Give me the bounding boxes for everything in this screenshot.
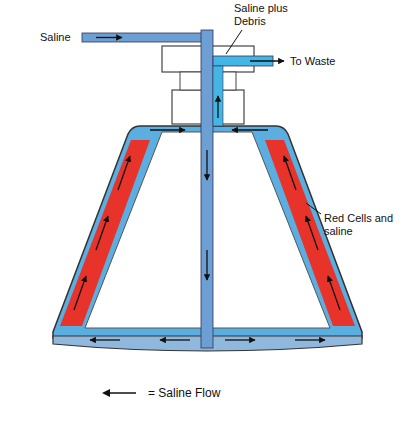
flow-arrows [74,38,340,341]
leader-line [306,203,321,214]
callout-label: Red Cells and saline [324,212,398,238]
effluent-channel [213,66,223,126]
callout-label: Saline plus Debris [234,2,304,28]
feed-tube [201,30,213,348]
legend-entry: = Saline Flow [100,386,220,400]
leader-line [226,30,242,54]
legend-text: = Saline Flow [148,386,220,400]
inlet-tube [82,33,206,42]
callout-label: Saline [40,31,90,44]
legend-arrow [100,386,144,400]
callout-label: To Waste [290,55,360,68]
